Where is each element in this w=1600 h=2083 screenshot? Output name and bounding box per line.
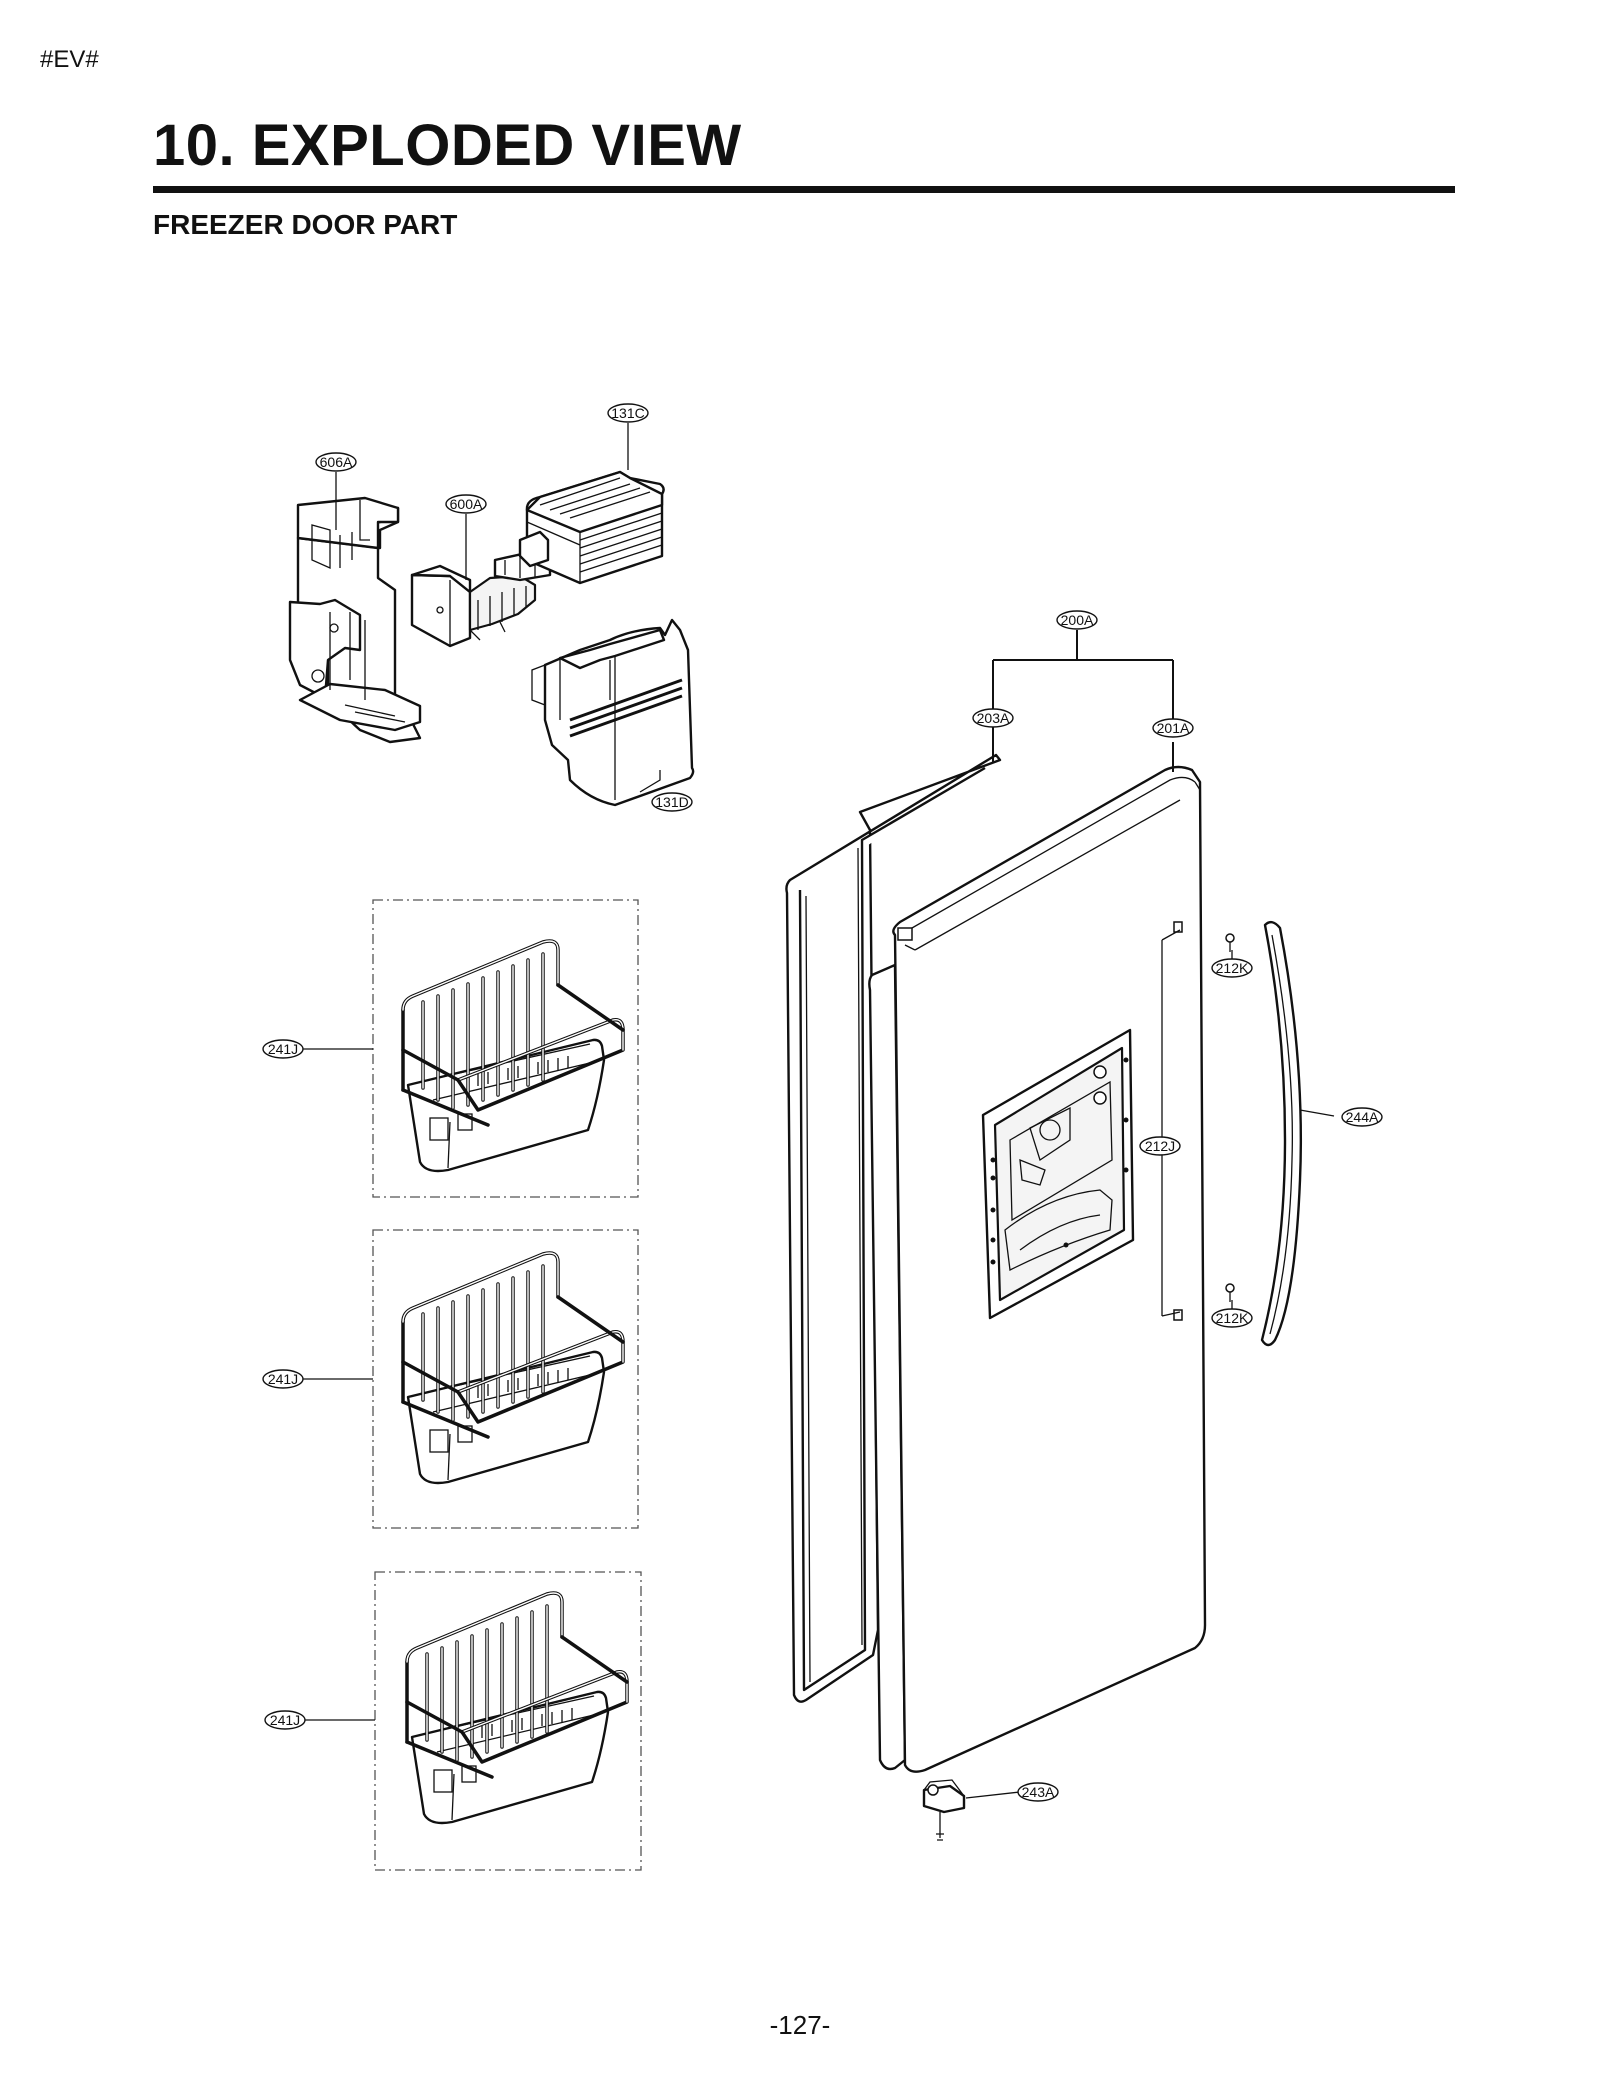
- callout-text-201A: 201A: [1157, 720, 1190, 736]
- ice-bin-cover-131C: [518, 470, 665, 585]
- callout-212K-bottom: 212K: [1211, 1308, 1253, 1328]
- door-basket-241J-2: [372, 1229, 639, 1529]
- handle-screw-212K-top: [1225, 933, 1235, 953]
- callout-text-212K-top: 212K: [1216, 960, 1249, 976]
- door-panel-201A: [868, 765, 1207, 1773]
- leader-212J: [1140, 929, 1181, 1317]
- callout-text-241J-3: 241J: [270, 1712, 300, 1728]
- door-basket-241J-1: [372, 899, 639, 1198]
- ice-bin-131D: [531, 618, 695, 807]
- callout-text-203A: 203A: [977, 710, 1010, 726]
- page-title: 10. EXPLODED VIEW: [153, 113, 742, 178]
- callout-text-200A: 200A: [1061, 612, 1094, 628]
- door-basket-241J-3: [374, 1571, 642, 1871]
- callout-241J-1: 241J: [262, 1039, 304, 1059]
- callout-241J-2: 241J: [262, 1369, 304, 1389]
- callout-212J: 212J: [1139, 1136, 1181, 1156]
- callout-bracket-200A: [992, 630, 1174, 728]
- callout-text-600A: 600A: [450, 496, 483, 512]
- callout-243A: 243A: [1017, 1782, 1059, 1802]
- callout-text-131C: 131C: [611, 405, 644, 421]
- ice-maker-bracket-606A: [288, 496, 422, 744]
- callout-131C: 131C: [607, 403, 649, 423]
- callout-203A: 203A: [972, 708, 1014, 728]
- door-handle-244A: [1260, 920, 1303, 1347]
- document-marker: #EV#: [40, 46, 99, 73]
- callout-text-212K-bottom: 212K: [1216, 1310, 1249, 1326]
- door-hinge-243A: [922, 1779, 966, 1841]
- callout-600A: 600A: [445, 494, 487, 514]
- callout-212K-top: 212K: [1211, 958, 1253, 978]
- callout-241J-3: 241J: [264, 1710, 306, 1730]
- handle-screw-212K-bottom: [1225, 1283, 1235, 1303]
- callout-text-606A: 606A: [320, 454, 353, 470]
- callout-text-212J: 212J: [1145, 1138, 1175, 1154]
- callout-244A: 244A: [1341, 1107, 1383, 1127]
- callout-201A: 201A: [1152, 718, 1194, 738]
- callout-text-244A: 244A: [1346, 1109, 1379, 1125]
- door-gasket-203A: [785, 753, 1002, 1703]
- page-number: -127-: [769, 2010, 831, 2040]
- callout-200A: 200A: [1056, 610, 1098, 630]
- callout-606A: 606A: [315, 452, 357, 472]
- callout-131D: 131D: [651, 792, 693, 812]
- callout-text-241J-2: 241J: [268, 1371, 298, 1387]
- section-subtitle: FREEZER DOOR PART: [153, 209, 458, 240]
- callout-text-243A: 243A: [1022, 1784, 1055, 1800]
- callout-text-241J-1: 241J: [268, 1041, 298, 1057]
- leader-lines: [303, 423, 1335, 1799]
- callout-text-131D: 131D: [655, 794, 688, 810]
- title-rule: [153, 186, 1455, 193]
